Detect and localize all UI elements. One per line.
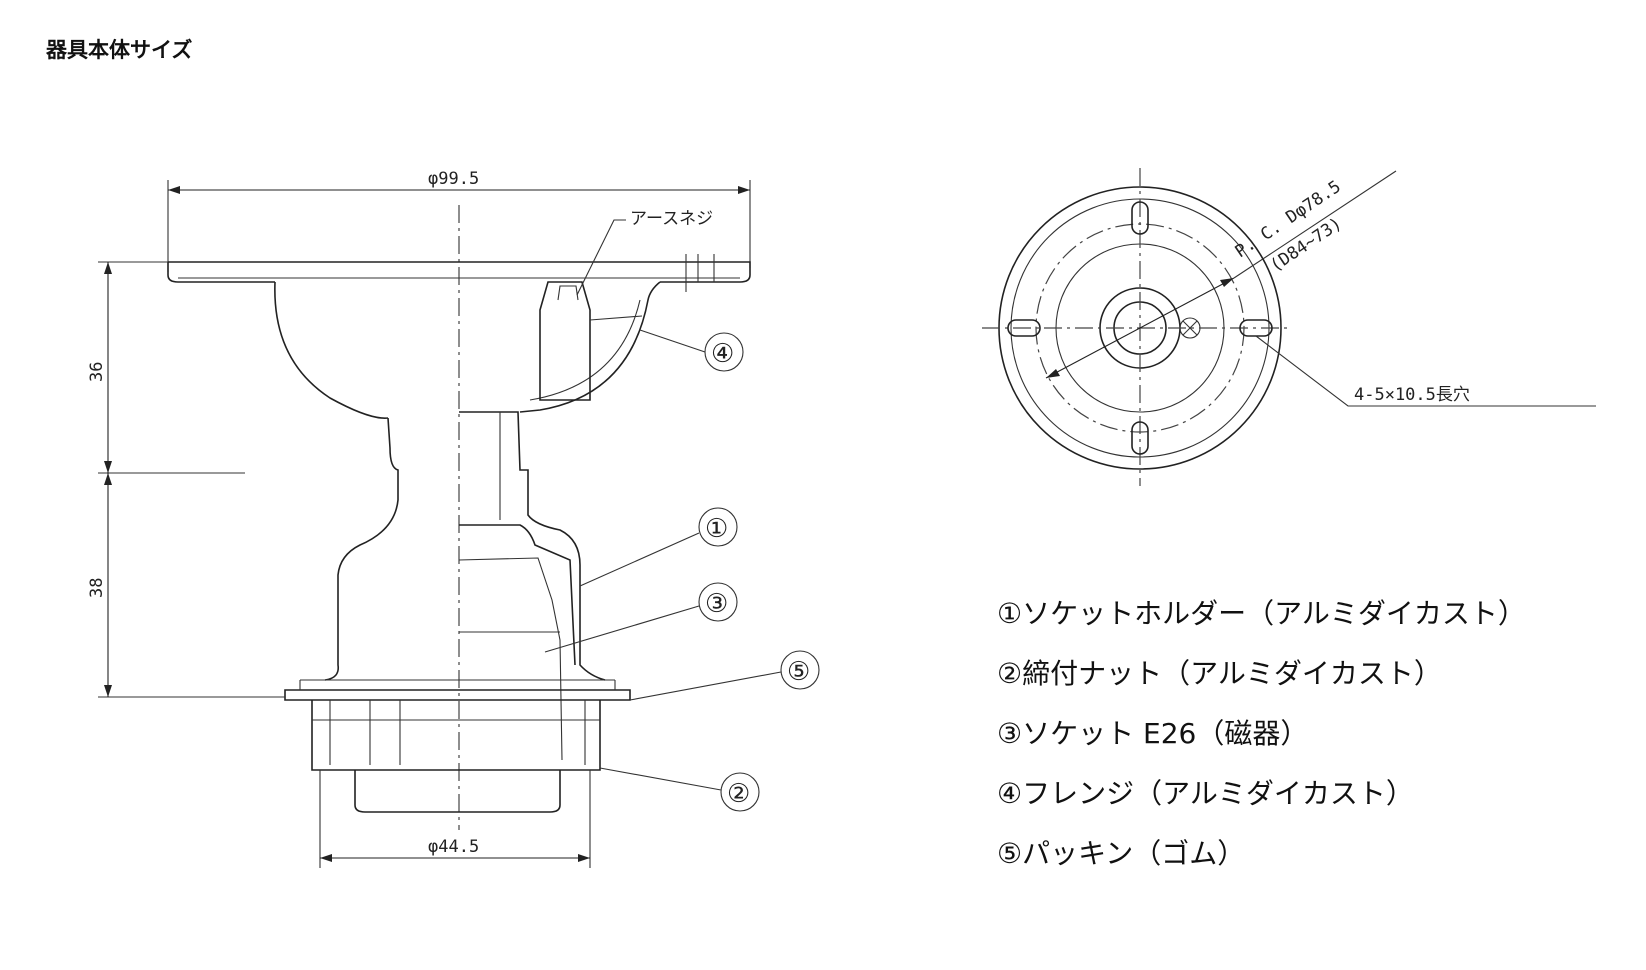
earth-screw-boss	[539, 281, 591, 401]
callout-leader-2	[599, 767, 722, 791]
callout-circle-2	[720, 772, 760, 812]
top-view: P. C. Dφ78.5 (D84~73) 4-5×10.5長穴	[982, 168, 1596, 486]
earth-screw-leader	[576, 219, 626, 296]
flange-plate	[167, 261, 751, 283]
callout-leader-4	[639, 329, 706, 353]
dim-arrow	[104, 685, 112, 697]
dim-arrow	[168, 186, 180, 194]
mount-slot	[1131, 201, 1149, 235]
callout-leader-5	[629, 671, 782, 701]
packing	[284, 689, 631, 701]
socket-body	[458, 557, 563, 761]
callout-circle-5	[780, 650, 820, 690]
bowl-exterior	[274, 281, 389, 419]
top-diameter-label: φ99.5	[428, 169, 479, 189]
callout-leader-1	[579, 532, 700, 587]
neck-section	[459, 411, 606, 681]
neck	[324, 417, 399, 681]
legend-item: ⑤パッキン（ゴム）	[997, 837, 1246, 870]
legend-item: ①ソケットホルダー（アルミダイカスト）	[997, 597, 1526, 630]
bottom-diameter-label: φ44.5	[428, 837, 479, 857]
dim-arrow	[104, 262, 112, 274]
dim-arrow	[104, 461, 112, 473]
callout-5: ⑤	[787, 657, 810, 687]
callout-4: ④	[711, 339, 734, 369]
mount-slot	[1131, 421, 1149, 455]
pcd-leader	[1233, 170, 1397, 279]
callout-circle-1	[698, 507, 738, 547]
lower-height-label: 38	[87, 578, 107, 598]
hole-label: 4-5×10.5長穴	[1354, 385, 1470, 405]
earth-screw-boss-line	[589, 315, 643, 321]
callout-leader-3	[544, 605, 700, 653]
nut	[311, 700, 601, 771]
earth-screw-boss-inner	[557, 285, 579, 301]
bowl-section	[519, 281, 661, 413]
callout-1: ①	[705, 514, 728, 544]
legend-item: ④フレンジ（アルミダイカスト）	[997, 777, 1414, 810]
dim-arrow	[320, 854, 332, 862]
callout-circle-3	[698, 582, 738, 622]
page-title: 器具本体サイズ	[46, 38, 193, 62]
pcd-dimension-line	[1045, 277, 1235, 379]
callout-circle-4	[704, 332, 744, 372]
bowl-section-inner	[529, 299, 641, 401]
dim-arrow	[104, 473, 112, 485]
dim-arrow	[1220, 278, 1234, 287]
mount-slot	[1007, 319, 1041, 337]
dim-arrow	[1046, 369, 1060, 378]
dim-arrow	[738, 186, 750, 194]
callout-2: ②	[727, 779, 750, 809]
socket-holder	[459, 524, 576, 666]
legend-item: ③ソケット E26（磁器）	[997, 717, 1309, 750]
dim-arrow	[578, 854, 590, 862]
callout-3: ③	[705, 589, 728, 619]
upper-height-label: 36	[87, 362, 107, 382]
socket-bottom	[354, 770, 561, 813]
side-view: φ99.5 アースネジ	[87, 169, 820, 868]
legend-item: ②締付ナット（アルミダイカスト）	[997, 657, 1442, 690]
earth-screw-label: アースネジ	[630, 209, 713, 229]
hole-leader	[1255, 335, 1596, 407]
earth-screw-cross	[1182, 320, 1198, 336]
